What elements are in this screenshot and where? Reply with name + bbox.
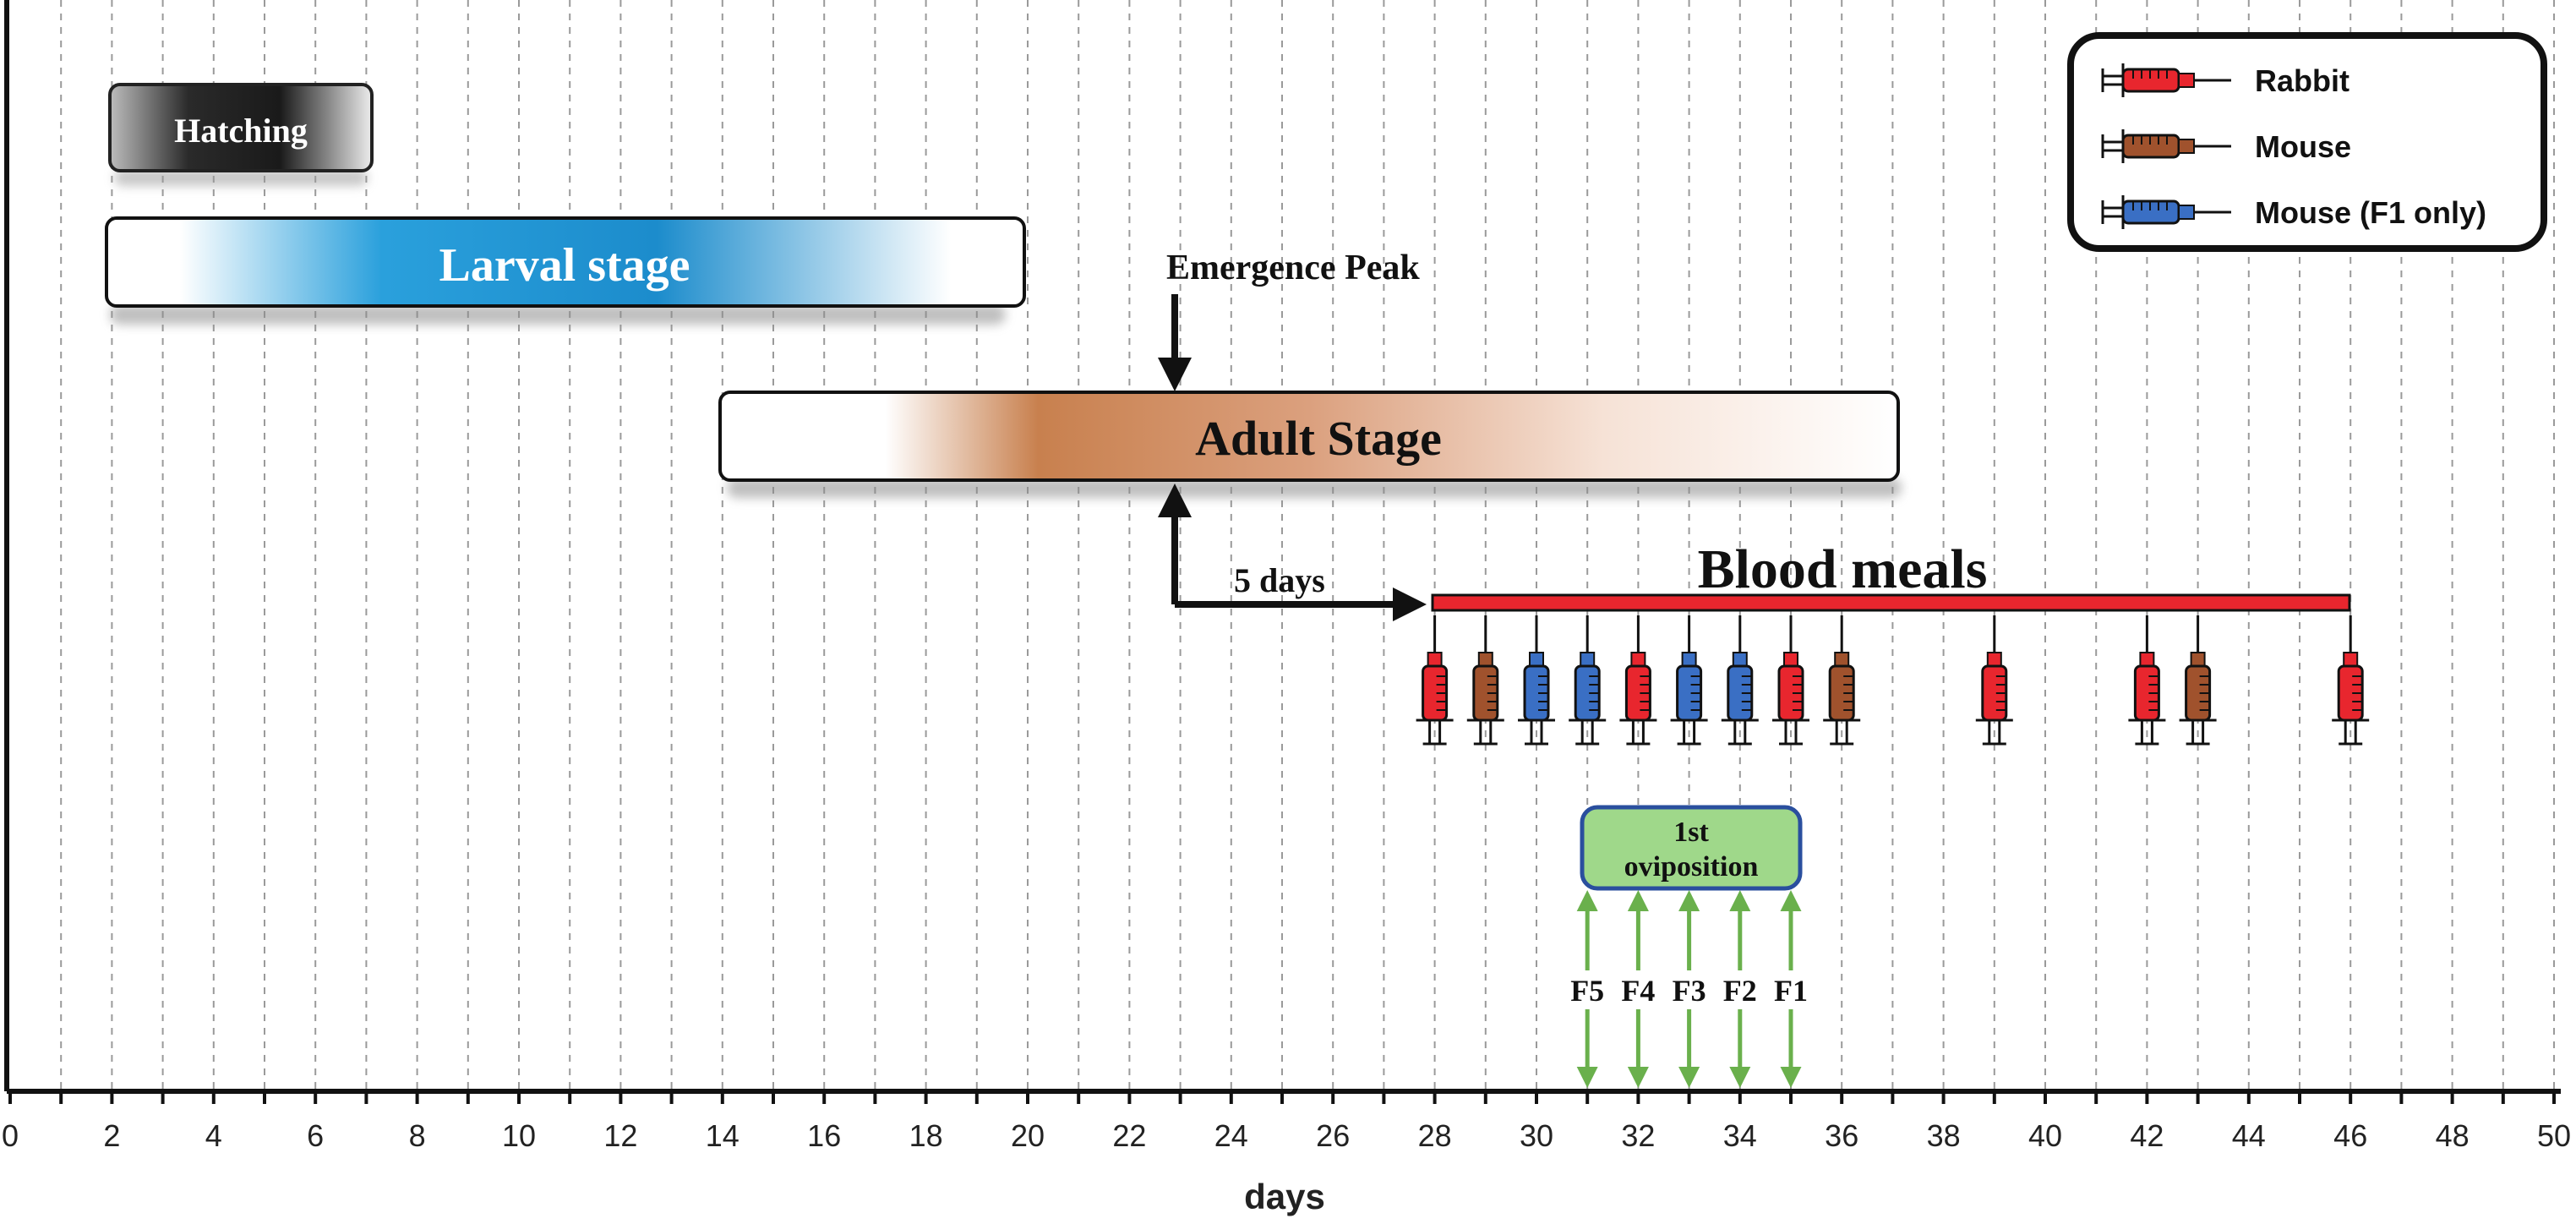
- legend-item-label: Rabbit: [2255, 63, 2350, 98]
- x-tick-label: 22: [1112, 1118, 1146, 1153]
- syringe-icon: [2332, 615, 2370, 746]
- oviposition-label-line1: 1st: [1673, 817, 1709, 848]
- syringe-icon: [1772, 615, 1809, 746]
- hatching-bar: Hatching: [108, 83, 374, 186]
- five-days-arrow: [1158, 484, 1427, 621]
- x-tick-label: 42: [2130, 1118, 2164, 1153]
- x-tick-label: 14: [706, 1118, 740, 1153]
- x-tick-label: 28: [1418, 1118, 1452, 1153]
- x-tick-label: 24: [1214, 1118, 1248, 1153]
- x-tick-label: 48: [2436, 1118, 2470, 1153]
- generation-label: F4: [1621, 974, 1655, 1008]
- blood-meals-bar: [1431, 593, 2351, 612]
- emergence-peak-label: Emergence Peak: [1166, 249, 1420, 287]
- five-days-label: 5 days: [1234, 561, 1325, 599]
- adult-stage-label: Adult Stage: [1195, 411, 1442, 466]
- oviposition-label-line2: oviposition: [1624, 851, 1759, 882]
- syringe-icon: [2128, 615, 2166, 746]
- legend-item-mouse: Mouse: [2101, 129, 2351, 164]
- legend-item-rabbit: Rabbit: [2101, 63, 2350, 98]
- x-tick-label: 32: [1621, 1118, 1655, 1153]
- x-tick-label: 20: [1011, 1118, 1045, 1153]
- legend-item-mouse_f1: Mouse (F1 only): [2101, 195, 2486, 230]
- blood-meal-syringes: [1416, 615, 2370, 746]
- x-tick-label: 34: [1723, 1118, 1757, 1153]
- generation-label: F2: [1723, 974, 1757, 1008]
- syringe-icon: [2101, 129, 2231, 163]
- x-tick-label: 8: [409, 1118, 426, 1153]
- hatching-label: Hatching: [174, 112, 308, 150]
- syringe-icon: [1466, 615, 1504, 746]
- x-axis-label: days: [1244, 1177, 1325, 1216]
- x-tick-label: 12: [603, 1118, 637, 1153]
- x-tick-label: 46: [2333, 1118, 2367, 1153]
- syringe-icon: [1569, 615, 1607, 746]
- adult-stage-bar: Adult Stage: [718, 391, 1902, 498]
- legend-item-label: Mouse (F1 only): [2255, 195, 2486, 230]
- generation-label: F3: [1673, 974, 1706, 1008]
- larval-stage-bar: Larval stage: [105, 216, 1026, 325]
- generation-label: F1: [1774, 974, 1808, 1008]
- x-tick-label: 38: [1927, 1118, 1961, 1153]
- x-tick-label: 30: [1520, 1118, 1553, 1153]
- x-tick-label: 50: [2537, 1118, 2571, 1153]
- syringe-icon: [2101, 195, 2231, 229]
- syringe-icon: [1721, 615, 1759, 746]
- x-tick-label: 10: [502, 1118, 536, 1153]
- x-tick-label: 0: [2, 1118, 19, 1153]
- legend-item-label: Mouse: [2255, 129, 2351, 164]
- syringe-icon: [1670, 615, 1708, 746]
- larval-stage-label: Larval stage: [439, 239, 690, 292]
- syringe-icon: [1619, 615, 1657, 746]
- syringe-icon: [1823, 615, 1861, 746]
- x-tick-label: 6: [307, 1118, 324, 1153]
- x-tick-label: 36: [1825, 1118, 1858, 1153]
- x-tick-label: 18: [909, 1118, 943, 1153]
- oviposition-arrows: F5 F4 F3 F2 F1: [1567, 890, 1811, 1088]
- generation-label: F5: [1570, 974, 1604, 1008]
- x-tick-label: 44: [2232, 1118, 2266, 1153]
- x-tick-label: 2: [103, 1118, 120, 1153]
- x-tick-label: 16: [807, 1118, 841, 1153]
- x-tick-label: 26: [1316, 1118, 1350, 1153]
- syringe-icon: [2101, 63, 2231, 97]
- syringe-icon: [1518, 615, 1555, 746]
- syringe-icon: [2179, 615, 2217, 746]
- oviposition-box: 1st oviposition: [1580, 805, 1803, 891]
- blood-meals-label: Blood meals: [1698, 538, 1988, 600]
- syringe-icon: [1416, 615, 1454, 746]
- syringe-icon: [1975, 615, 2013, 746]
- x-tick-label: 40: [2028, 1118, 2062, 1153]
- x-tick-label: 4: [205, 1118, 222, 1153]
